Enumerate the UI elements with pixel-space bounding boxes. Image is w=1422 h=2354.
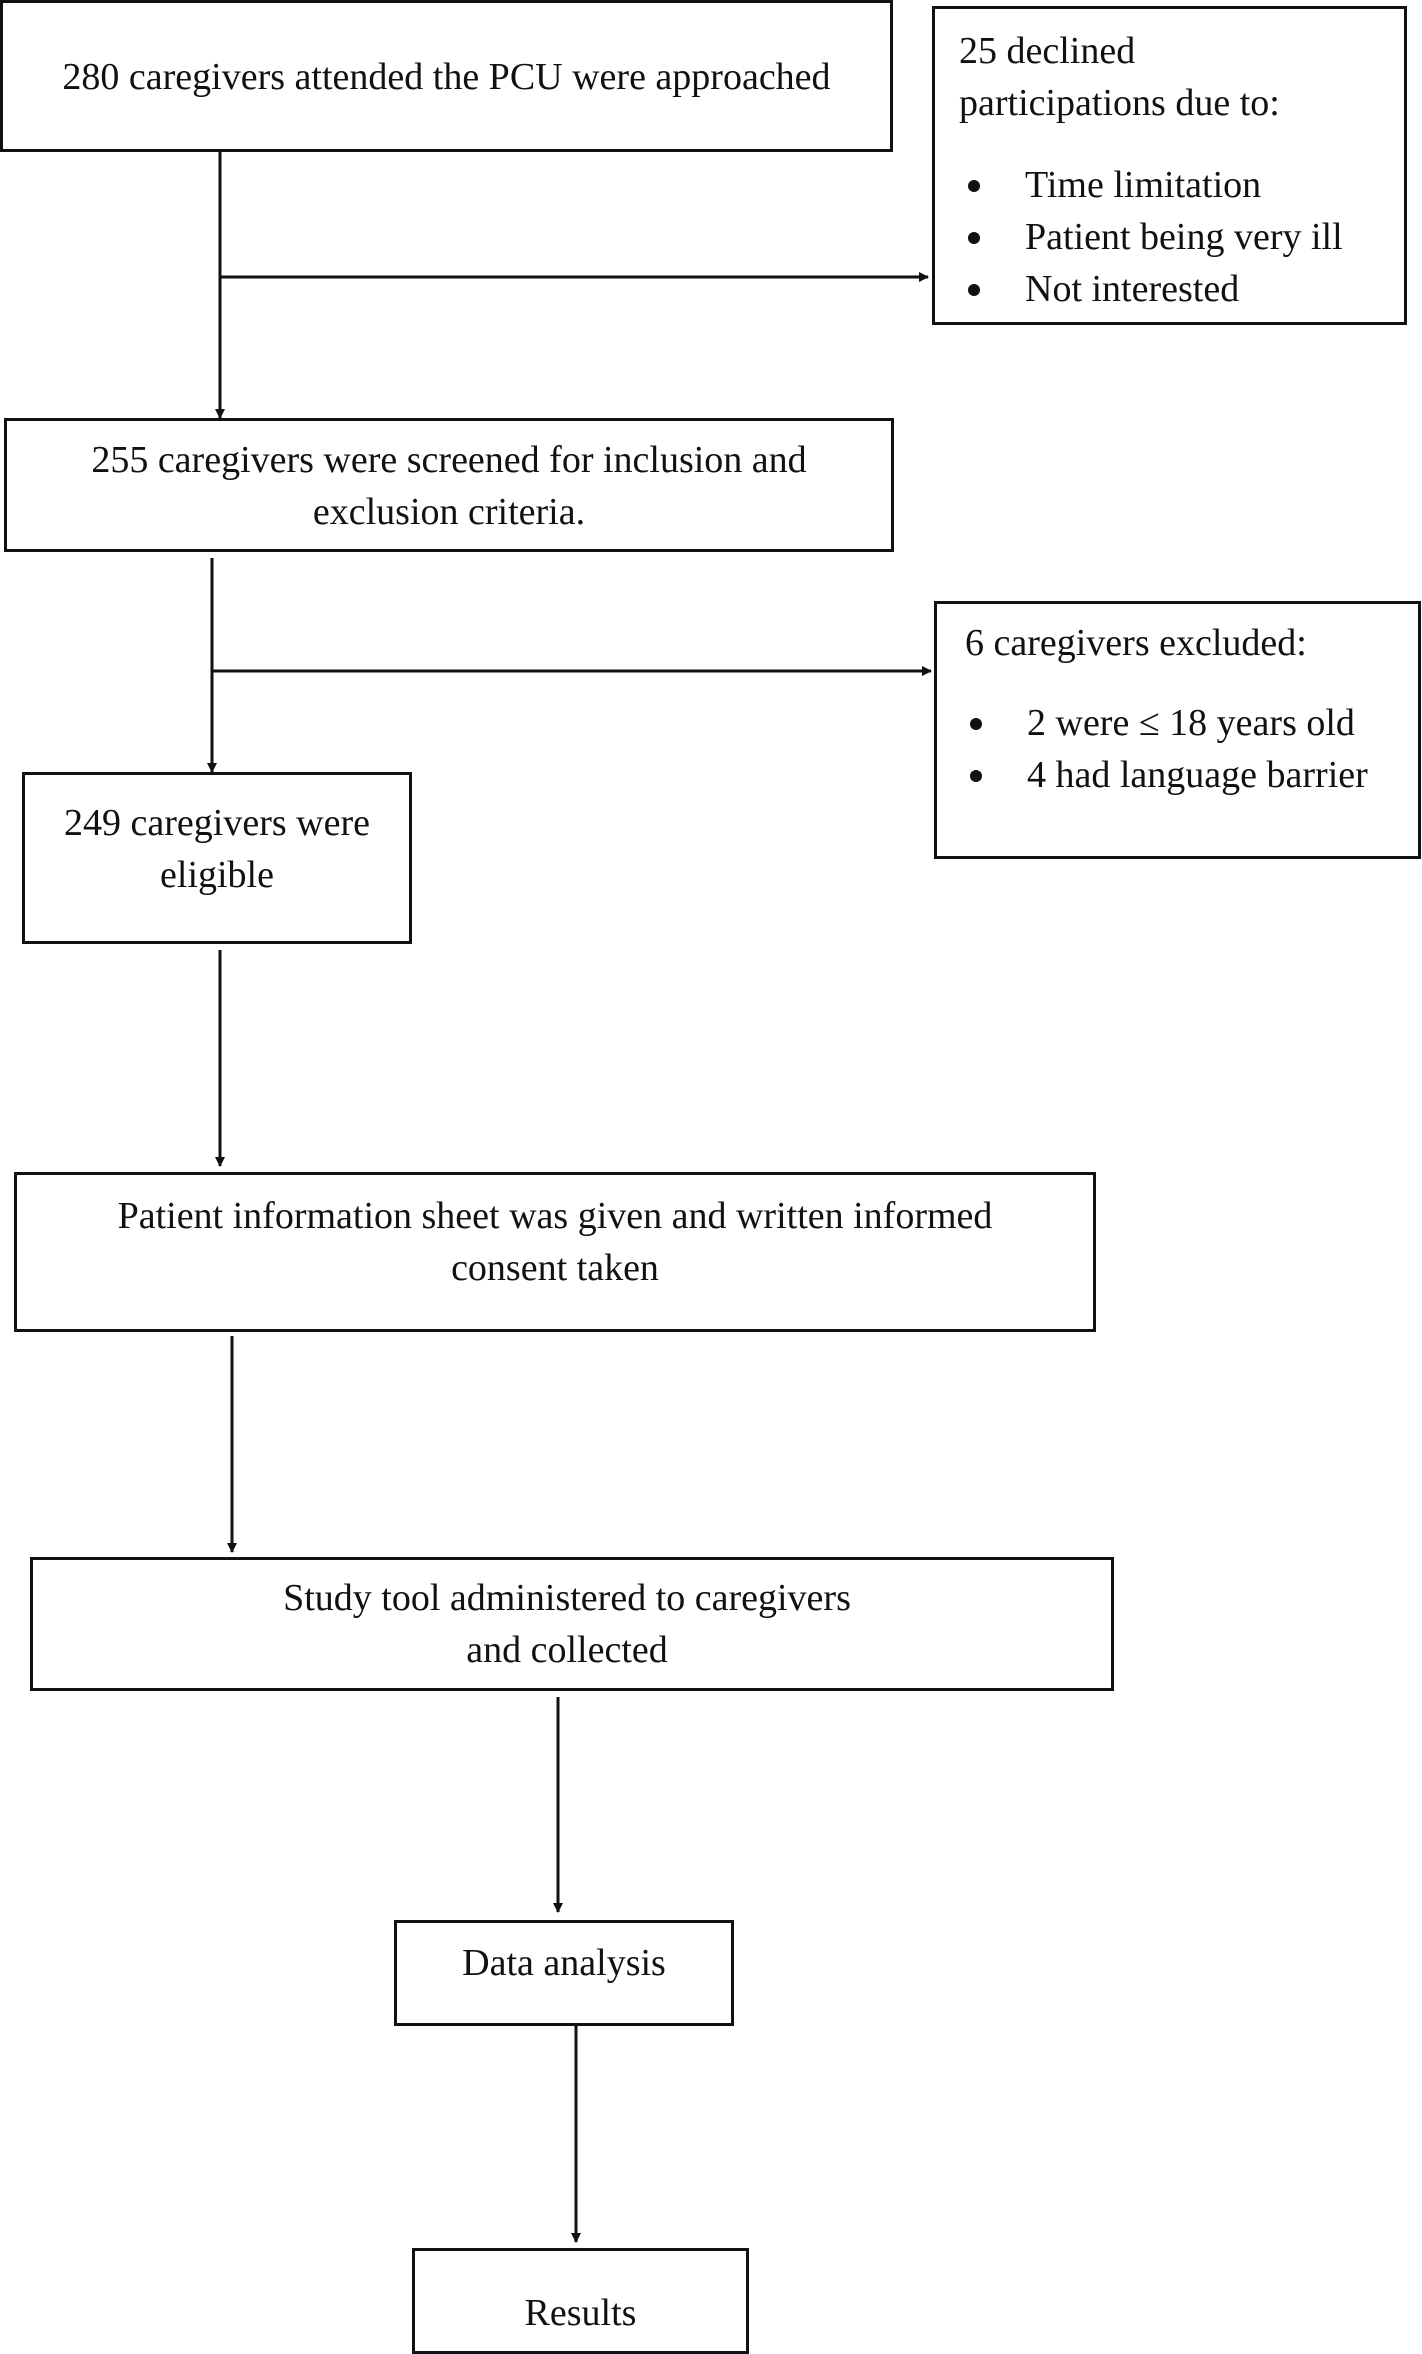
screened-text-line-2: exclusion criteria. bbox=[312, 491, 586, 533]
declined-reasons-list: Time limitation Patient being very ill N… bbox=[935, 159, 1343, 315]
results-text: Results bbox=[524, 2292, 637, 2334]
excluded-reason: 2 were ≤ 18 years old bbox=[937, 697, 1368, 749]
declined-reason: Not interested bbox=[935, 263, 1343, 315]
declined-title-line-1: 25 declined bbox=[959, 30, 1136, 72]
eligible-text-line-1: 249 caregivers were bbox=[64, 802, 370, 844]
declined-title-line-2: participations due to: bbox=[959, 82, 1280, 124]
declined-reason: Patient being very ill bbox=[935, 211, 1343, 263]
excluded-box: 6 caregivers excluded: 2 were ≤ 18 years… bbox=[934, 601, 1421, 859]
screened-text-line-1: 255 caregivers were screened for inclusi… bbox=[91, 439, 807, 481]
study-tool-text-line-1: Study tool administered to caregivers bbox=[283, 1577, 851, 1619]
declined-reason: Time limitation bbox=[935, 159, 1343, 211]
excluded-title: 6 caregivers excluded: bbox=[965, 622, 1307, 664]
approached-text: 280 caregivers attended the PCU were app… bbox=[62, 56, 831, 98]
consent-text-line-1: Patient information sheet was given and … bbox=[117, 1195, 993, 1237]
results-box: Results bbox=[412, 2248, 749, 2354]
eligible-text-line-2: eligible bbox=[160, 854, 274, 896]
excluded-reasons-list: 2 were ≤ 18 years old 4 had language bar… bbox=[937, 697, 1368, 801]
eligible-box: 249 caregivers were eligible bbox=[22, 772, 412, 944]
data-analysis-text: Data analysis bbox=[462, 1942, 666, 1984]
excluded-reason: 4 had language barrier bbox=[937, 749, 1368, 801]
study-tool-text-line-2: and collected bbox=[466, 1629, 668, 1671]
consent-text-line-2: consent taken bbox=[451, 1247, 659, 1289]
declined-box: 25 declined participations due to: Time … bbox=[932, 6, 1407, 325]
study-tool-box: Study tool administered to caregivers an… bbox=[30, 1557, 1114, 1691]
data-analysis-box: Data analysis bbox=[394, 1920, 734, 2026]
consent-box: Patient information sheet was given and … bbox=[14, 1172, 1096, 1332]
screened-box: 255 caregivers were screened for inclusi… bbox=[4, 418, 894, 552]
approached-box: 280 caregivers attended the PCU were app… bbox=[0, 0, 893, 152]
